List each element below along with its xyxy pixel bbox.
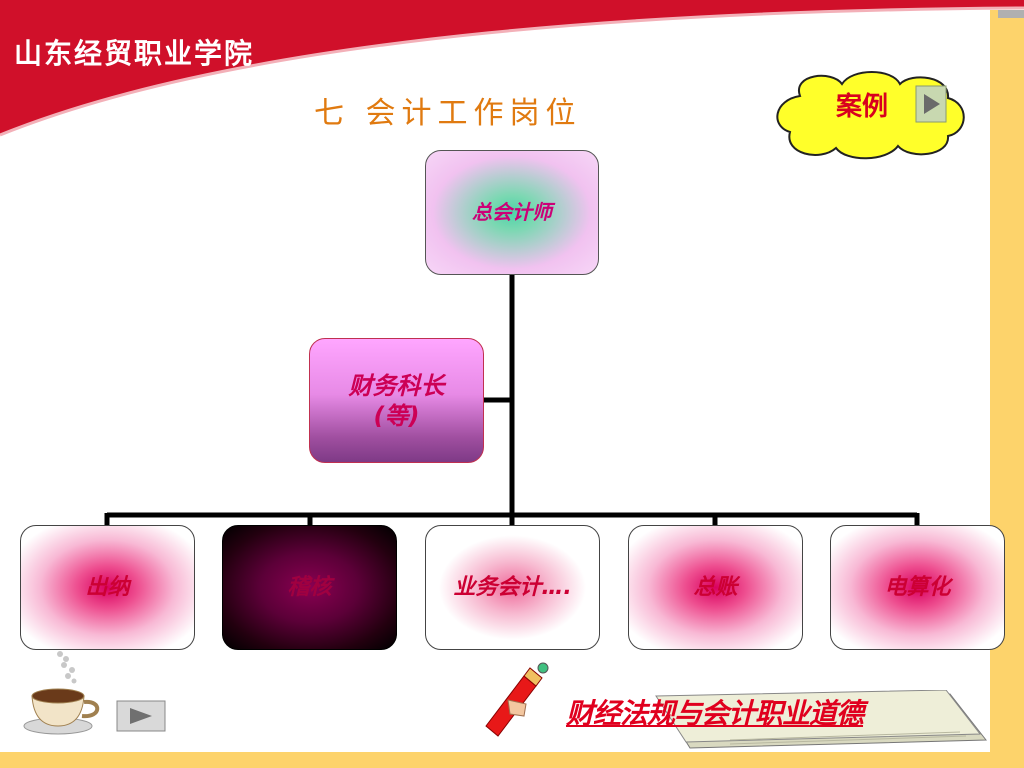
right-band-top-bar bbox=[998, 10, 1024, 18]
footer-course-link[interactable]: 财经法规与会计职业道德 bbox=[566, 697, 864, 730]
case-cloud-button[interactable] bbox=[770, 66, 970, 162]
org-leaf-label: 出纳 bbox=[85, 574, 130, 600]
bottom-band bbox=[0, 752, 1024, 768]
org-node-chief-accountant: 总会计师 bbox=[425, 150, 599, 275]
coffee-cup-icon bbox=[23, 651, 100, 735]
org-connectors bbox=[104, 275, 920, 525]
header-band bbox=[0, 0, 1024, 135]
next-slide-button[interactable] bbox=[116, 700, 166, 732]
org-leaf-general-ledger: 总账 bbox=[628, 525, 803, 650]
org-node-label-line1: 财务科长 bbox=[348, 371, 445, 400]
play-arrow-icon bbox=[130, 708, 152, 724]
header-edge-line bbox=[0, 6, 1024, 137]
school-name: 山东经贸职业学院 bbox=[14, 37, 255, 70]
org-leaf-label: 稽核 bbox=[287, 574, 332, 600]
right-band bbox=[990, 10, 1024, 768]
play-arrow-icon bbox=[915, 85, 947, 123]
org-leaf-computerization: 电算化 bbox=[830, 525, 1005, 650]
org-leaf-label: 电算化 bbox=[884, 574, 951, 600]
org-node-label: 总会计师 bbox=[472, 200, 552, 224]
org-node-label-line2: (等) bbox=[373, 401, 420, 430]
case-button-label[interactable]: 案例 bbox=[836, 92, 889, 122]
org-leaf-cashier: 出纳 bbox=[20, 525, 195, 650]
org-leaf-business-accounting: 业务会计…. bbox=[425, 525, 600, 650]
paper-stack-icon bbox=[655, 690, 988, 749]
org-leaf-label: 总账 bbox=[693, 574, 738, 600]
slide-title: 七 会计工作岗位 bbox=[314, 96, 582, 131]
org-leaf-label: 业务会计…. bbox=[453, 574, 572, 600]
org-node-finance-head: 财务科长 (等) bbox=[309, 338, 484, 463]
org-leaf-auditor: 稽核 bbox=[222, 525, 397, 650]
pencil-icon bbox=[485, 662, 549, 737]
